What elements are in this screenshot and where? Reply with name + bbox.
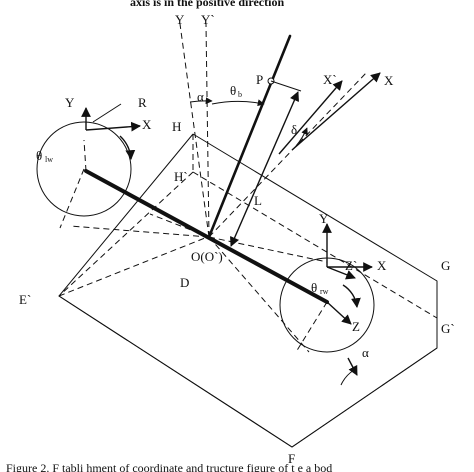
label-l: L [254,193,262,208]
label-delta: δ [291,122,297,137]
theta-b-arc [211,99,265,107]
label-origin: O(O`) [191,249,223,264]
label-x-left: X [142,117,152,132]
label-theta-lw-sub: lw [45,155,53,164]
alpha-arc-top [189,97,213,105]
label-g: G [441,258,450,273]
right-wheel-axes [322,223,373,325]
label-theta-rw-sub: rw [320,287,329,296]
label-e: E` [19,292,31,307]
l-dimension-line [230,91,299,247]
label-y: Y [175,12,185,27]
label-x-prime: X` [323,72,337,87]
label-g-prime: G` [441,321,455,336]
label-z-prime: Z` [345,258,357,273]
label-theta-b: θ [230,83,236,98]
label-d: D [180,275,189,290]
x-prime-axis-top [278,80,343,155]
label-alpha-top: α [197,89,204,104]
label-theta-b-sub: b [238,90,242,99]
label-h-prime: H` [174,169,188,184]
left-wheel [36,121,132,217]
label-p: P [256,72,263,87]
label-alpha-bottom: α [362,345,369,360]
label-h: H [172,119,181,134]
label-y-right: Y [319,211,329,226]
delta-arc [295,127,308,147]
label-y-left: Y [65,95,75,110]
label-f: F [288,451,295,466]
label-theta-lw: θ [36,148,42,163]
top-text: axis is in the positive direction [130,0,284,9]
pendulum-body [207,34,292,239]
label-y-prime: Y` [201,12,215,27]
left-wheel-axes [81,103,141,160]
label-theta-rw: θ [311,280,317,295]
right-wheel [279,257,375,353]
slope-block [58,133,438,448]
label-x-right: X [377,258,387,273]
x-axis-top [291,72,381,151]
construction-lines [59,23,368,353]
label-r: R [138,95,147,110]
label-x-top: X [384,73,394,88]
label-z: Z [352,319,360,334]
figure-caption: Figure 2. F tabli hment of coordinate an… [6,461,332,472]
